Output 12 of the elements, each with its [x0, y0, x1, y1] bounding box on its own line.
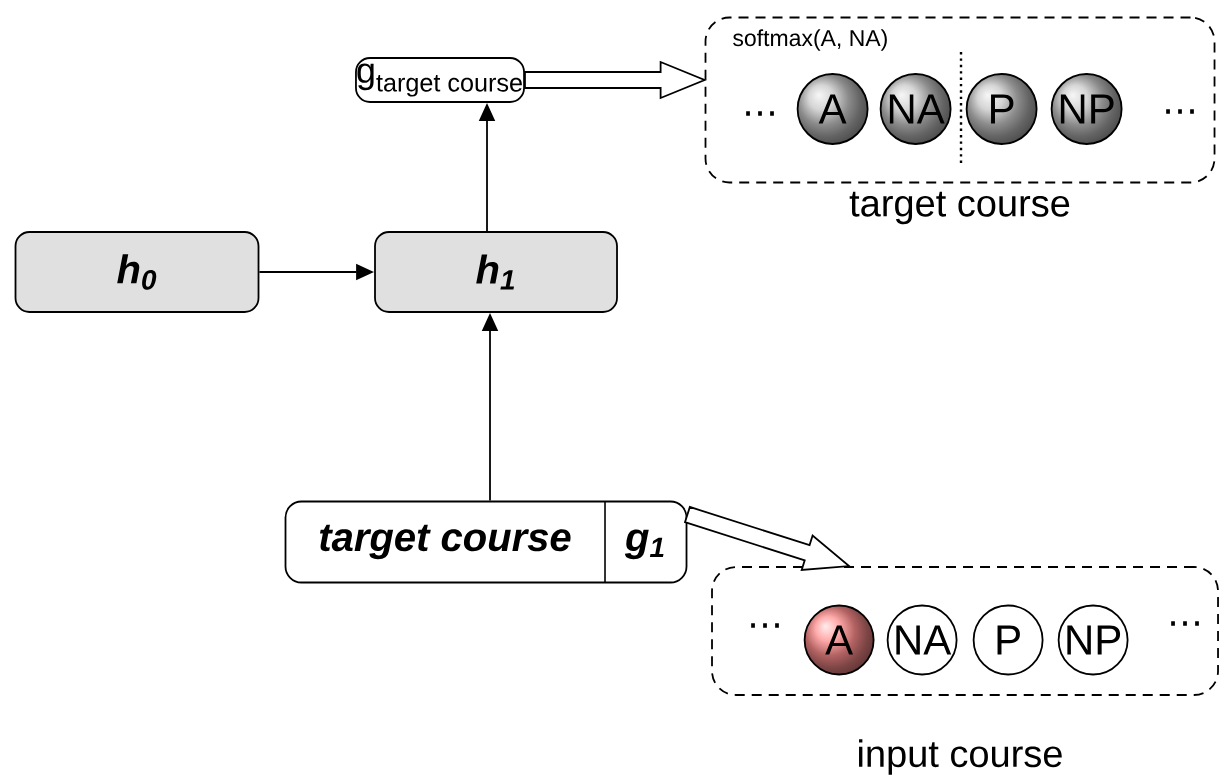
ellipsis: ⋯ [1171, 621, 1199, 626]
ellipsis: ⋯ [751, 623, 779, 628]
heading: softmax(A, NA) [733, 29, 887, 51]
state-box: h$_{1}$ [374, 231, 618, 313]
block-arrow [524, 60, 707, 100]
ellipsis: ⋯ [746, 111, 774, 116]
state-box: h$_{0}$ [14, 231, 260, 313]
box-caption: target course [849, 191, 1070, 225]
input-box: target course g$_{1}$ [284, 500, 688, 584]
ellipsis: ⋯ [1166, 109, 1194, 114]
box-caption: input course [859, 739, 1062, 775]
output-box: $\text{g}_{\text{target course}}$ [355, 57, 525, 103]
